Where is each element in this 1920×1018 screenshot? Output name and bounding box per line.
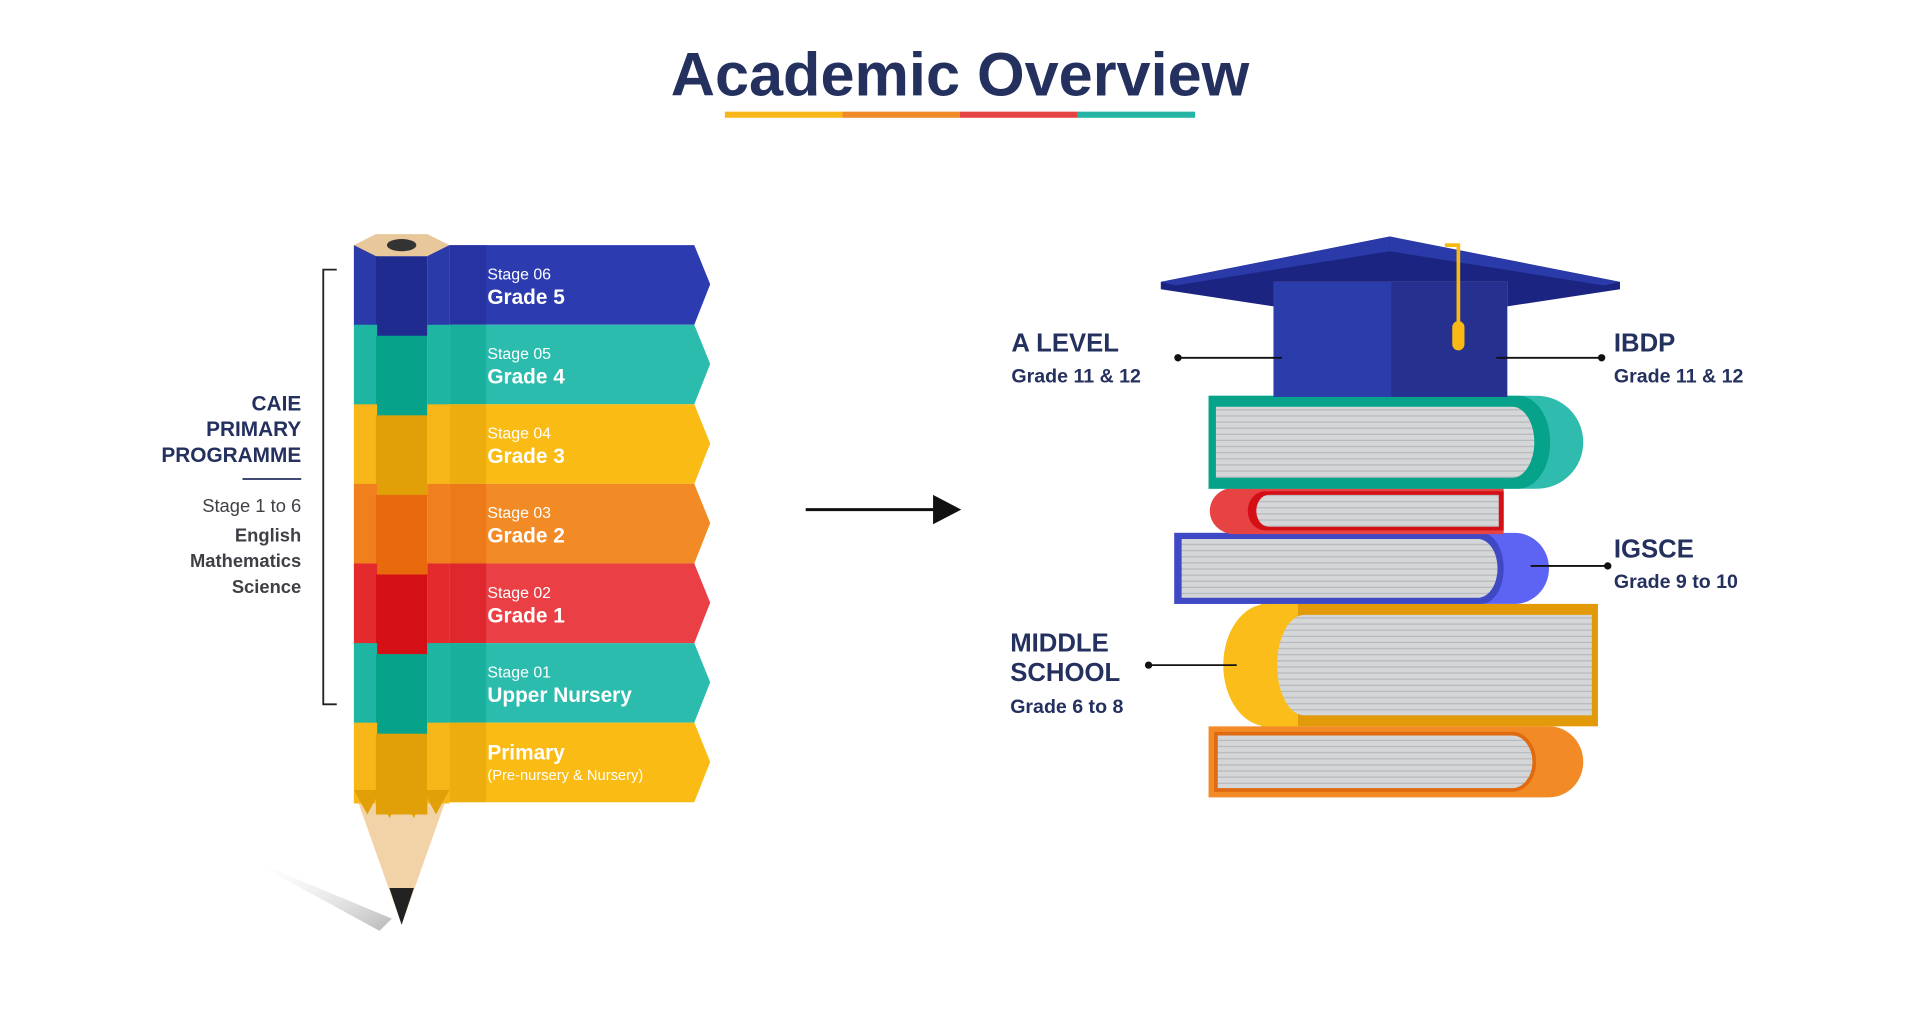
band-stage: Stage 06 [487, 266, 551, 283]
label-grades: Grade 9 to 10 [1614, 571, 1738, 593]
book-stack [1160, 236, 1620, 798]
pencil-band-5: Stage 02 Grade 1 [353, 563, 711, 656]
caie-heading-line: PRIMARY [206, 418, 301, 441]
band-grade: Grade 1 [487, 604, 564, 627]
label-middle-school: MIDDLE SCHOOL Grade 6 to 8 [1010, 630, 1237, 718]
title-underline [724, 111, 1196, 118]
label-grades: Grade 11 & 12 [1011, 365, 1141, 387]
label-title: MIDDLE [1010, 630, 1109, 658]
band-stage: Stage 05 [487, 346, 551, 363]
caie-programme-label: CAIE PRIMARY PROGRAMME Stage 1 to 6 Engl… [161, 392, 301, 596]
pencil-band-7: Primary (Pre-nursery & Nursery) [353, 722, 711, 815]
pencil: Stage 06 Grade 5 Stage 05 Grade 4 Stage 04 Gr… [244, 234, 711, 931]
book-yellow [1223, 603, 1598, 727]
graduation-cap-icon [1160, 236, 1620, 397]
band-note: (Pre-nursery & Nursery) [487, 768, 643, 784]
subject: Science [232, 576, 301, 597]
band-stage: Stage 02 [487, 585, 551, 602]
label-igsce: IGSCE Grade 9 to 10 [1530, 535, 1738, 593]
caie-heading-line: PROGRAMME [161, 444, 301, 467]
pencil-band-3: Stage 04 Grade 3 [353, 404, 711, 497]
band-grade: Grade 2 [487, 525, 564, 548]
pencil-band-2: Stage 05 Grade 4 [353, 324, 711, 417]
band-stage: Stage 03 [487, 505, 551, 522]
band-grade: Upper Nursery [487, 684, 632, 707]
band-grade: Primary [487, 741, 565, 764]
bracket [322, 268, 337, 706]
pencil-lead [386, 239, 417, 252]
book-red [1209, 487, 1504, 535]
pencil-band-6: Stage 01 Upper Nursery [353, 643, 711, 735]
label-grades: Grade 11 & 12 [1614, 365, 1744, 387]
book-teal [1208, 395, 1584, 489]
label-title: A LEVEL [1011, 330, 1119, 358]
pencil-band-1: Stage 06 Grade 5 [353, 245, 711, 337]
caie-stages: Stage 1 to 6 [202, 495, 301, 516]
label-title: IGSCE [1614, 535, 1694, 563]
caie-heading-line: CAIE [252, 392, 302, 415]
subject: English [235, 524, 301, 545]
pencil-band-4: Stage 03 Grade 2 [353, 483, 711, 576]
band-stage: Stage 01 [487, 664, 551, 681]
band-grade: Grade 3 [487, 445, 564, 468]
band-grade: Grade 5 [487, 286, 564, 309]
band-grade: Grade 4 [487, 365, 565, 388]
book-blue [1174, 532, 1549, 604]
label-ibdp: IBDP Grade 11 & 12 [1496, 330, 1744, 387]
book-orange [1208, 726, 1584, 798]
arrow-right-icon [805, 494, 962, 525]
tassel [1444, 243, 1461, 331]
label-title: IBDP [1614, 330, 1675, 358]
page-title: Academic Overview [671, 41, 1250, 109]
band-stage: Stage 04 [487, 426, 551, 443]
label-a-level: A LEVEL Grade 11 & 12 [1011, 330, 1283, 387]
pencil-sharpened-edge [353, 790, 450, 819]
label-grades: Grade 6 to 8 [1010, 696, 1123, 718]
subject: Mathematics [190, 550, 301, 571]
label-title: SCHOOL [1010, 659, 1120, 687]
